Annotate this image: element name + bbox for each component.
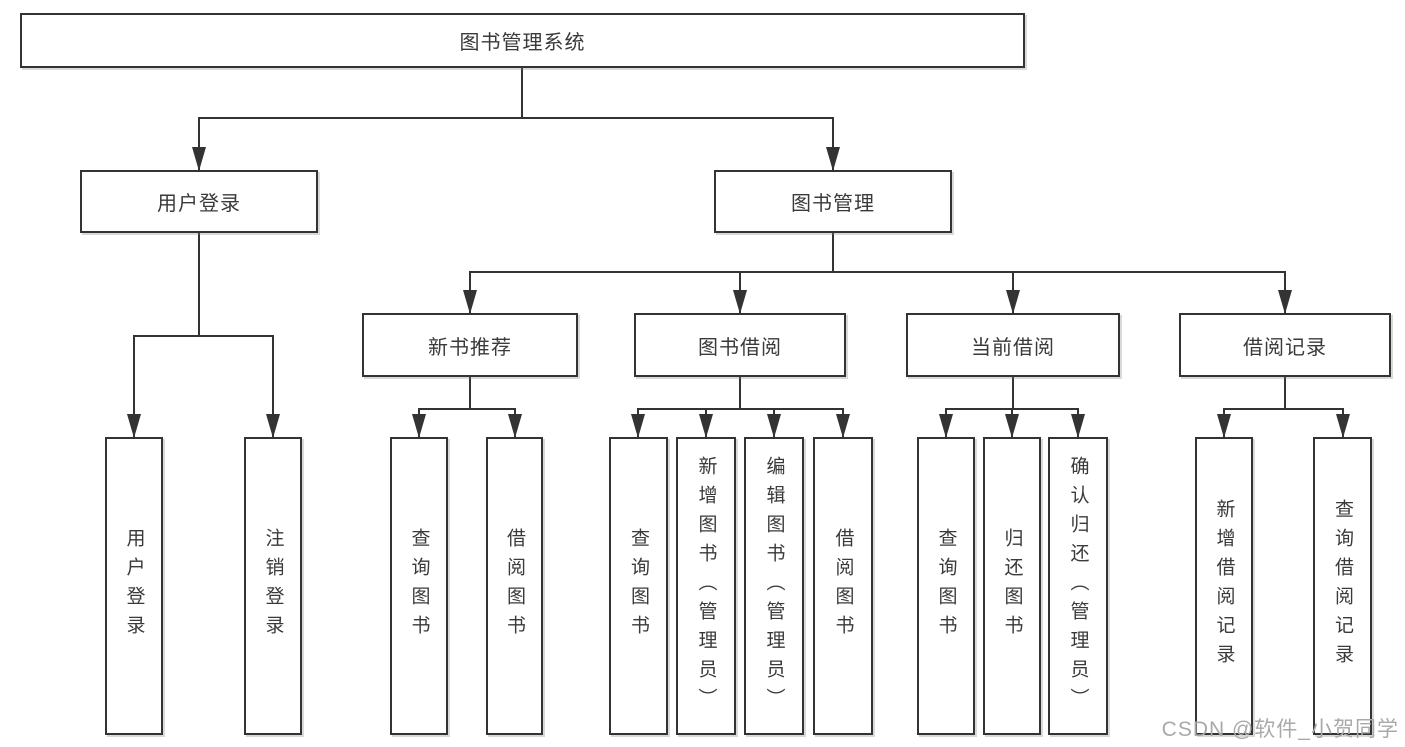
leaf-borrow-book-2: 借阅图书 [813, 437, 873, 735]
leaf-return-book-label: 归还图书 [1001, 528, 1023, 644]
leaf-user-login: 用户登录 [105, 437, 163, 735]
connector-current-borrow-branch [939, 377, 1085, 438]
leaf-add-book-admin: 新增图书（管理员） [676, 437, 736, 735]
leaf-logout-label: 注销登录 [262, 528, 284, 644]
leaf-query-book-1: 查询图书 [390, 437, 448, 735]
leaf-confirm-return-admin: 确认归还（管理员） [1048, 437, 1108, 735]
leaf-return-book: 归还图书 [983, 437, 1041, 735]
leaf-add-book-admin-label: 新增图书（管理员） [695, 455, 717, 717]
leaf-logout: 注销登录 [244, 437, 302, 735]
node-new-book-label: 新书推荐 [428, 336, 512, 359]
leaf-confirm-return-admin-label: 确认归还（管理员） [1067, 455, 1089, 717]
connector-user-login-branch [127, 233, 280, 438]
node-book-mgmt-label: 图书管理 [791, 193, 875, 215]
node-book-borrow-label: 图书借阅 [698, 336, 782, 359]
leaf-query-borrow-record-label: 查询借阅记录 [1332, 499, 1353, 673]
node-current-borrow: 当前借阅 [906, 313, 1120, 377]
connector-root-to-level2 [192, 68, 840, 171]
node-book-mgmt: 图书管理 [714, 170, 952, 233]
leaf-add-borrow-record-label: 新增借阅记录 [1213, 499, 1235, 673]
connector-book-borrow-branch [631, 377, 850, 438]
leaf-add-borrow-record: 新增借阅记录 [1195, 437, 1253, 735]
leaf-edit-book-admin-label: 编辑图书（管理员） [763, 455, 785, 717]
connector-book-mgmt-branch [463, 233, 1292, 314]
node-root: 图书管理系统 [20, 13, 1025, 68]
leaf-query-book-3-label: 查询图书 [935, 528, 957, 644]
leaf-borrow-book-1: 借阅图书 [486, 437, 543, 735]
node-current-borrow-label: 当前借阅 [971, 336, 1055, 359]
leaf-edit-book-admin: 编辑图书（管理员） [744, 437, 804, 735]
node-user-login-label: 用户登录 [157, 193, 241, 215]
leaf-query-book-2-label: 查询图书 [628, 528, 649, 644]
leaf-query-book-3: 查询图书 [917, 437, 975, 735]
leaf-query-book-1-label: 查询图书 [408, 528, 430, 644]
node-new-book: 新书推荐 [362, 313, 578, 377]
leaf-borrow-book-2-label: 借阅图书 [832, 528, 854, 644]
leaf-query-book-2: 查询图书 [609, 437, 668, 735]
node-borrow-record: 借阅记录 [1179, 313, 1391, 377]
leaf-user-login-label: 用户登录 [123, 528, 145, 644]
connector-borrow-record-branch [1217, 377, 1350, 438]
node-root-label: 图书管理系统 [459, 32, 586, 54]
node-user-login: 用户登录 [80, 170, 318, 233]
node-book-borrow: 图书借阅 [634, 313, 846, 377]
connector-new-book-branch [412, 377, 522, 438]
leaf-query-borrow-record: 查询借阅记录 [1313, 437, 1372, 735]
node-borrow-record-label: 借阅记录 [1243, 336, 1327, 359]
leaf-borrow-book-1-label: 借阅图书 [504, 528, 525, 644]
csdn-watermark: CSDN @软件_小贺同学 [1161, 718, 1399, 741]
